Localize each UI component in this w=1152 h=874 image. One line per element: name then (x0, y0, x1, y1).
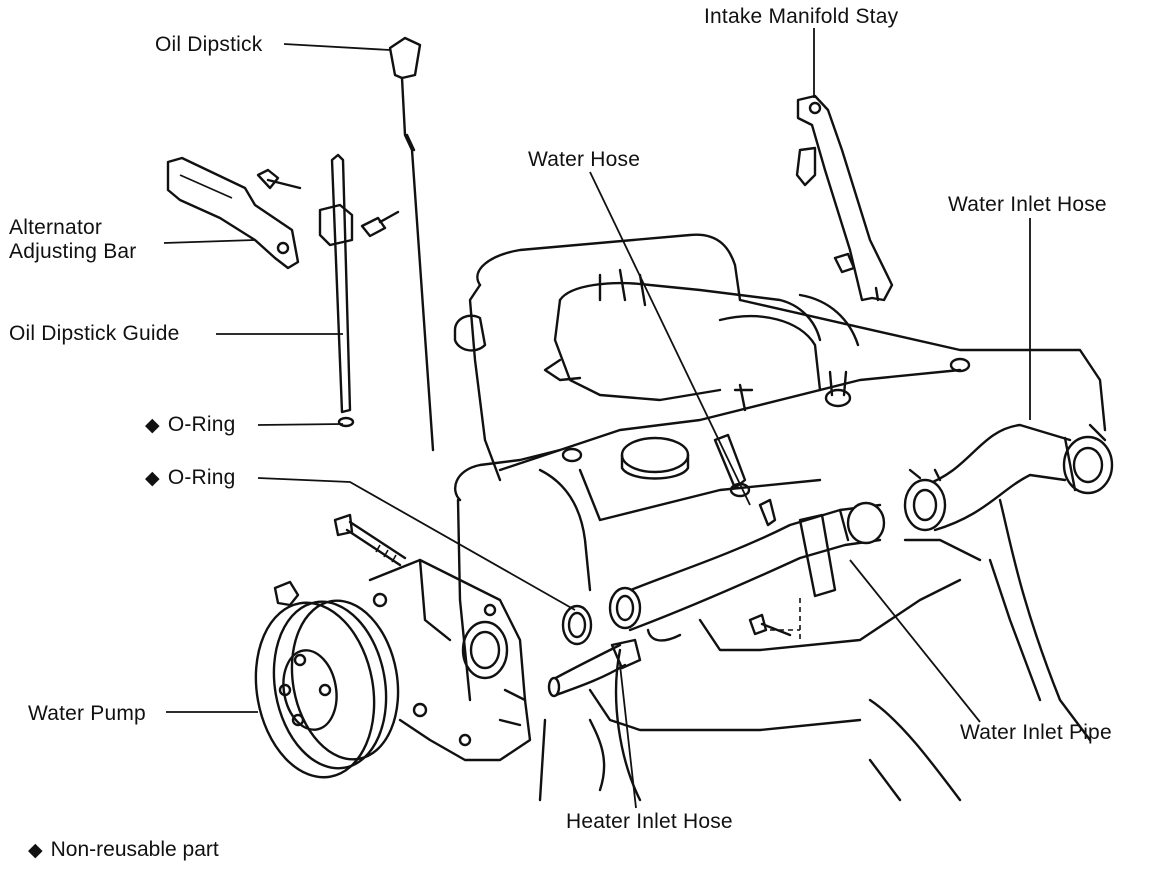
legend-text: Non-reusable part (50, 838, 219, 861)
water-inlet-hose (903, 423, 1114, 532)
non-reusable-marker: ◆ (145, 468, 160, 489)
label-o-ring-lower: ◆ O-Ring (145, 466, 236, 491)
label-oil-dipstick: Oil Dipstick (155, 33, 263, 56)
o-ring-upper-text: O-Ring (167, 413, 236, 436)
heater-inlet-hose (547, 638, 642, 698)
alternator-adjusting-bar (166, 156, 302, 270)
label-heater-inlet-hose: Heater Inlet Hose (566, 810, 733, 833)
label-oil-dipstick-guide: Oil Dipstick Guide (9, 322, 180, 345)
leader-lines (163, 28, 1031, 809)
label-intake-manifold-stay: Intake Manifold Stay (704, 5, 899, 28)
label-alternator-adjusting-bar: Alternator Adjusting Bar (9, 216, 137, 263)
water-inlet-pipe (608, 501, 886, 642)
label-water-inlet-pipe: Water Inlet Pipe (960, 721, 1112, 744)
label-water-inlet-hose: Water Inlet Hose (948, 193, 1107, 216)
intake-manifold-stay (795, 94, 894, 302)
o-ring-lower-text: O-Ring (167, 466, 236, 489)
oil-dipstick (388, 36, 435, 452)
oil-dipstick-guide (318, 153, 355, 428)
nut (273, 580, 300, 607)
o-ring-lower (561, 604, 593, 646)
pipe-bolt (748, 613, 792, 637)
label-water-hose: Water Hose (528, 148, 641, 171)
legend: ◆ Non-reusable part (28, 838, 219, 863)
engine-block (453, 233, 1107, 802)
guide-bolt (360, 210, 400, 238)
water-pump (254, 558, 532, 779)
legend-symbol: ◆ (28, 840, 43, 861)
non-reusable-marker: ◆ (145, 415, 160, 436)
oil-filler-cap (561, 357, 971, 480)
pump-bolt (333, 513, 407, 567)
label-o-ring-upper: ◆ O-Ring (145, 413, 236, 438)
carburetor-assembly (543, 268, 860, 412)
label-water-pump: Water Pump (28, 702, 146, 725)
water-hose (713, 433, 777, 527)
